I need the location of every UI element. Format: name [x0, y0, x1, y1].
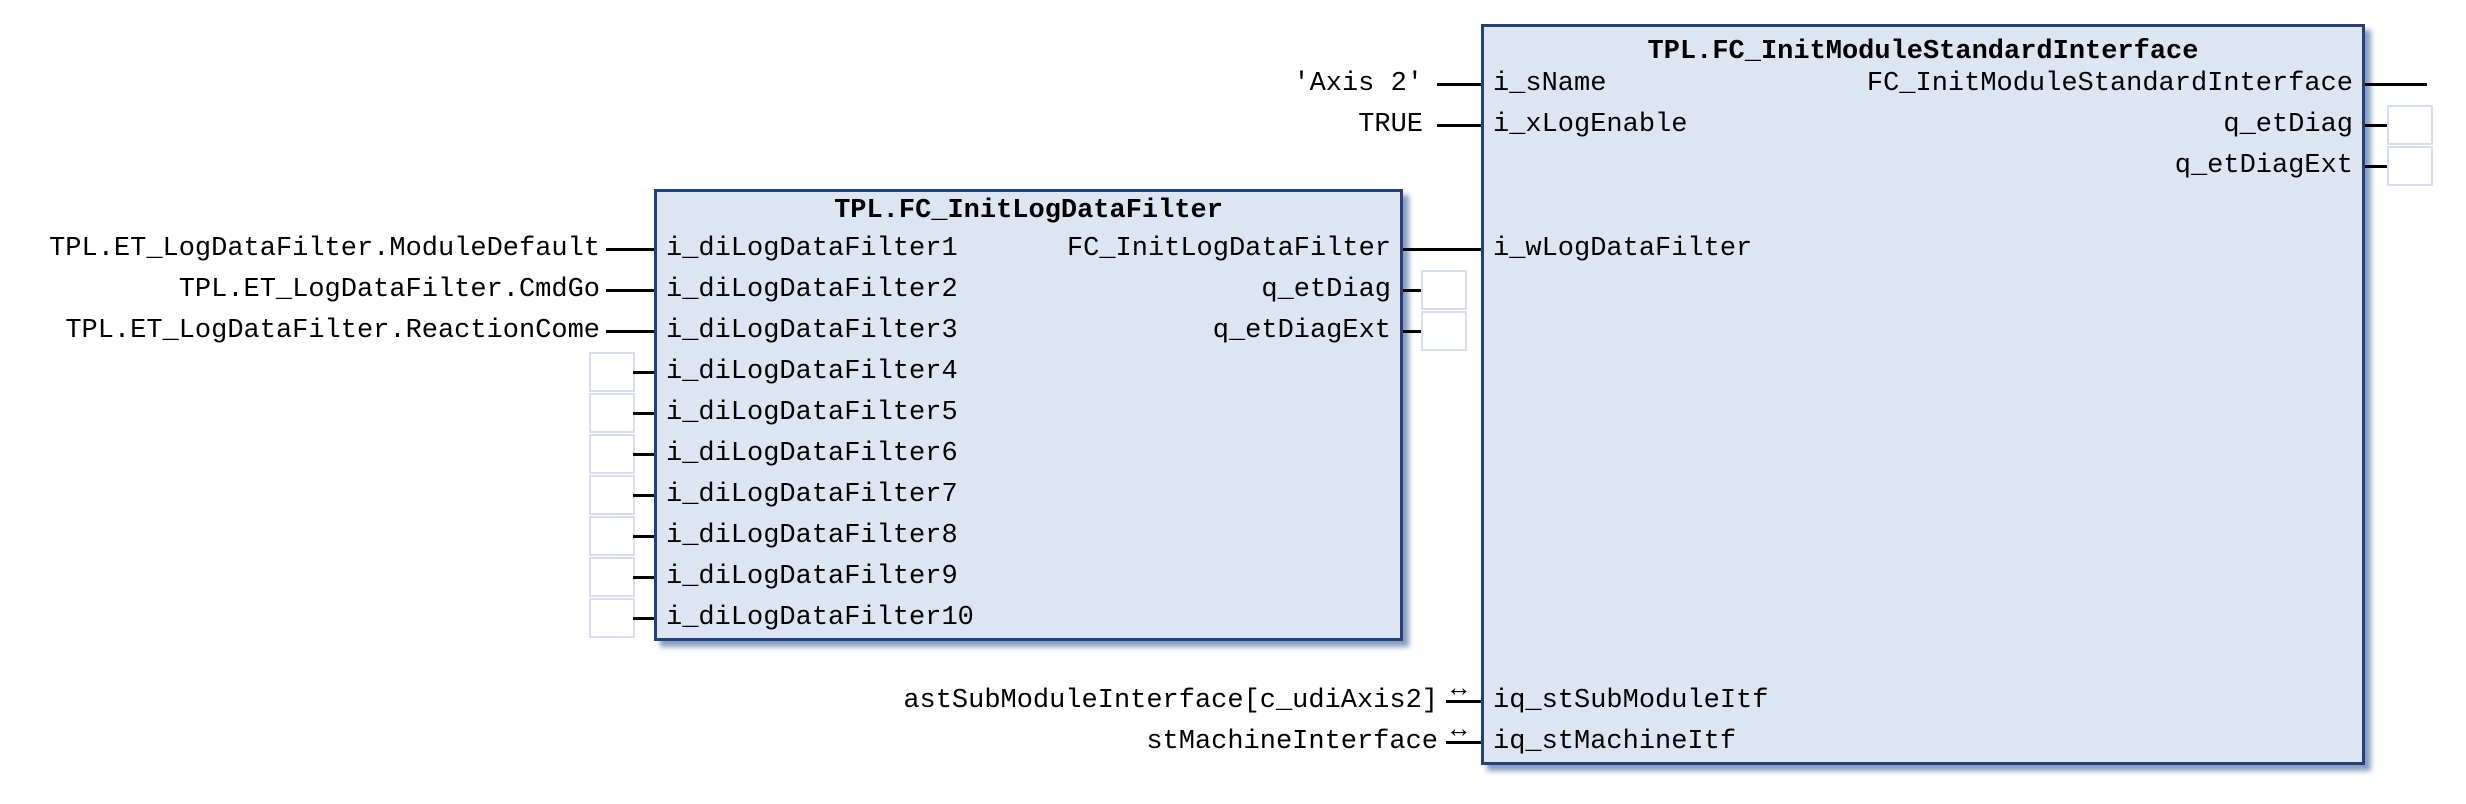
operand-label[interactable]: TPL.ET_LogDataFilter.ReactionCome — [65, 316, 600, 346]
function-block-fc-init-module-standard-interface[interactable]: TPL.FC_InitModuleStandardInterface i_sNa… — [1481, 24, 2365, 765]
wire — [1437, 83, 1481, 86]
empty-operand-box[interactable] — [589, 393, 635, 433]
input-pin-label: i_diLogDataFilter8 — [666, 521, 958, 551]
operand-label[interactable]: stMachineInterface — [1146, 727, 1438, 757]
output-pin-label: q_etDiag — [2223, 110, 2353, 140]
empty-operand-box[interactable] — [589, 598, 635, 638]
empty-operand-box[interactable] — [589, 516, 635, 556]
operand-label[interactable]: astSubModuleInterface[c_udiAxis2] — [903, 686, 1438, 716]
empty-operand-box[interactable] — [589, 475, 635, 515]
empty-operand-box[interactable] — [1421, 311, 1467, 351]
input-pin-label: i_sName — [1493, 69, 1607, 99]
block-title: TPL.FC_InitModuleStandardInterface — [1647, 37, 2199, 67]
operand-label[interactable]: TPL.ET_LogDataFilter.ModuleDefault — [49, 234, 600, 264]
input-pin-label: iq_stMachineItf — [1493, 727, 1737, 757]
wire — [633, 412, 654, 415]
input-pin-label: i_diLogDataFilter1 — [666, 234, 958, 264]
operand-label[interactable]: TPL.ET_LogDataFilter.CmdGo — [178, 275, 600, 305]
wire — [1403, 330, 1421, 333]
wire — [2365, 83, 2427, 86]
wire — [1446, 741, 1481, 744]
empty-operand-box[interactable] — [1421, 270, 1467, 310]
output-pin-label: q_etDiagExt — [2174, 151, 2353, 181]
function-block-fc-init-log-data-filter[interactable]: TPL.FC_InitLogDataFilter i_diLogDataFilt… — [654, 189, 1403, 641]
wire — [633, 617, 654, 620]
input-pin-label: i_diLogDataFilter3 — [666, 316, 958, 346]
wire — [1403, 289, 1421, 292]
wire — [633, 535, 654, 538]
input-pin-label: i_diLogDataFilter10 — [666, 603, 974, 633]
inout-arrow-icon: ↔ — [1451, 715, 1467, 745]
input-pin-label: iq_stSubModuleItf — [1493, 686, 1769, 716]
empty-operand-box[interactable] — [589, 434, 635, 474]
wire — [2365, 165, 2387, 168]
wire — [633, 494, 654, 497]
input-pin-label: i_xLogEnable — [1493, 110, 1688, 140]
empty-operand-box[interactable] — [589, 352, 635, 392]
wire — [1437, 124, 1481, 127]
input-pin-label: i_diLogDataFilter4 — [666, 357, 958, 387]
empty-operand-box[interactable] — [589, 557, 635, 597]
input-pin-label: i_diLogDataFilter6 — [666, 439, 958, 469]
empty-operand-box[interactable] — [2387, 146, 2433, 186]
output-pin-label: FC_InitLogDataFilter — [1066, 234, 1391, 264]
input-pin-label: i_diLogDataFilter5 — [666, 398, 958, 428]
wire — [1446, 700, 1481, 703]
output-pin-label: q_etDiagExt — [1212, 316, 1391, 346]
output-pin-label: q_etDiag — [1261, 275, 1391, 305]
operand-label[interactable]: TRUE — [1358, 110, 1423, 140]
input-pin-label: i_diLogDataFilter7 — [666, 480, 958, 510]
wire — [633, 576, 654, 579]
input-pin-label: i_wLogDataFilter — [1493, 234, 1753, 264]
block-title: TPL.FC_InitLogDataFilter — [834, 196, 1223, 226]
operand-label[interactable]: 'Axis 2' — [1293, 69, 1423, 99]
wire — [633, 453, 654, 456]
input-pin-label: i_diLogDataFilter2 — [666, 275, 958, 305]
wire — [2365, 124, 2387, 127]
wire — [606, 330, 654, 333]
output-pin-label: FC_InitModuleStandardInterface — [1866, 69, 2353, 99]
input-pin-label: i_diLogDataFilter9 — [666, 562, 958, 592]
empty-operand-box[interactable] — [2387, 105, 2433, 145]
wire — [1403, 248, 1481, 251]
inout-arrow-icon: ↔ — [1451, 674, 1467, 704]
wire — [606, 248, 654, 251]
wire — [606, 289, 654, 292]
wire — [633, 371, 654, 374]
